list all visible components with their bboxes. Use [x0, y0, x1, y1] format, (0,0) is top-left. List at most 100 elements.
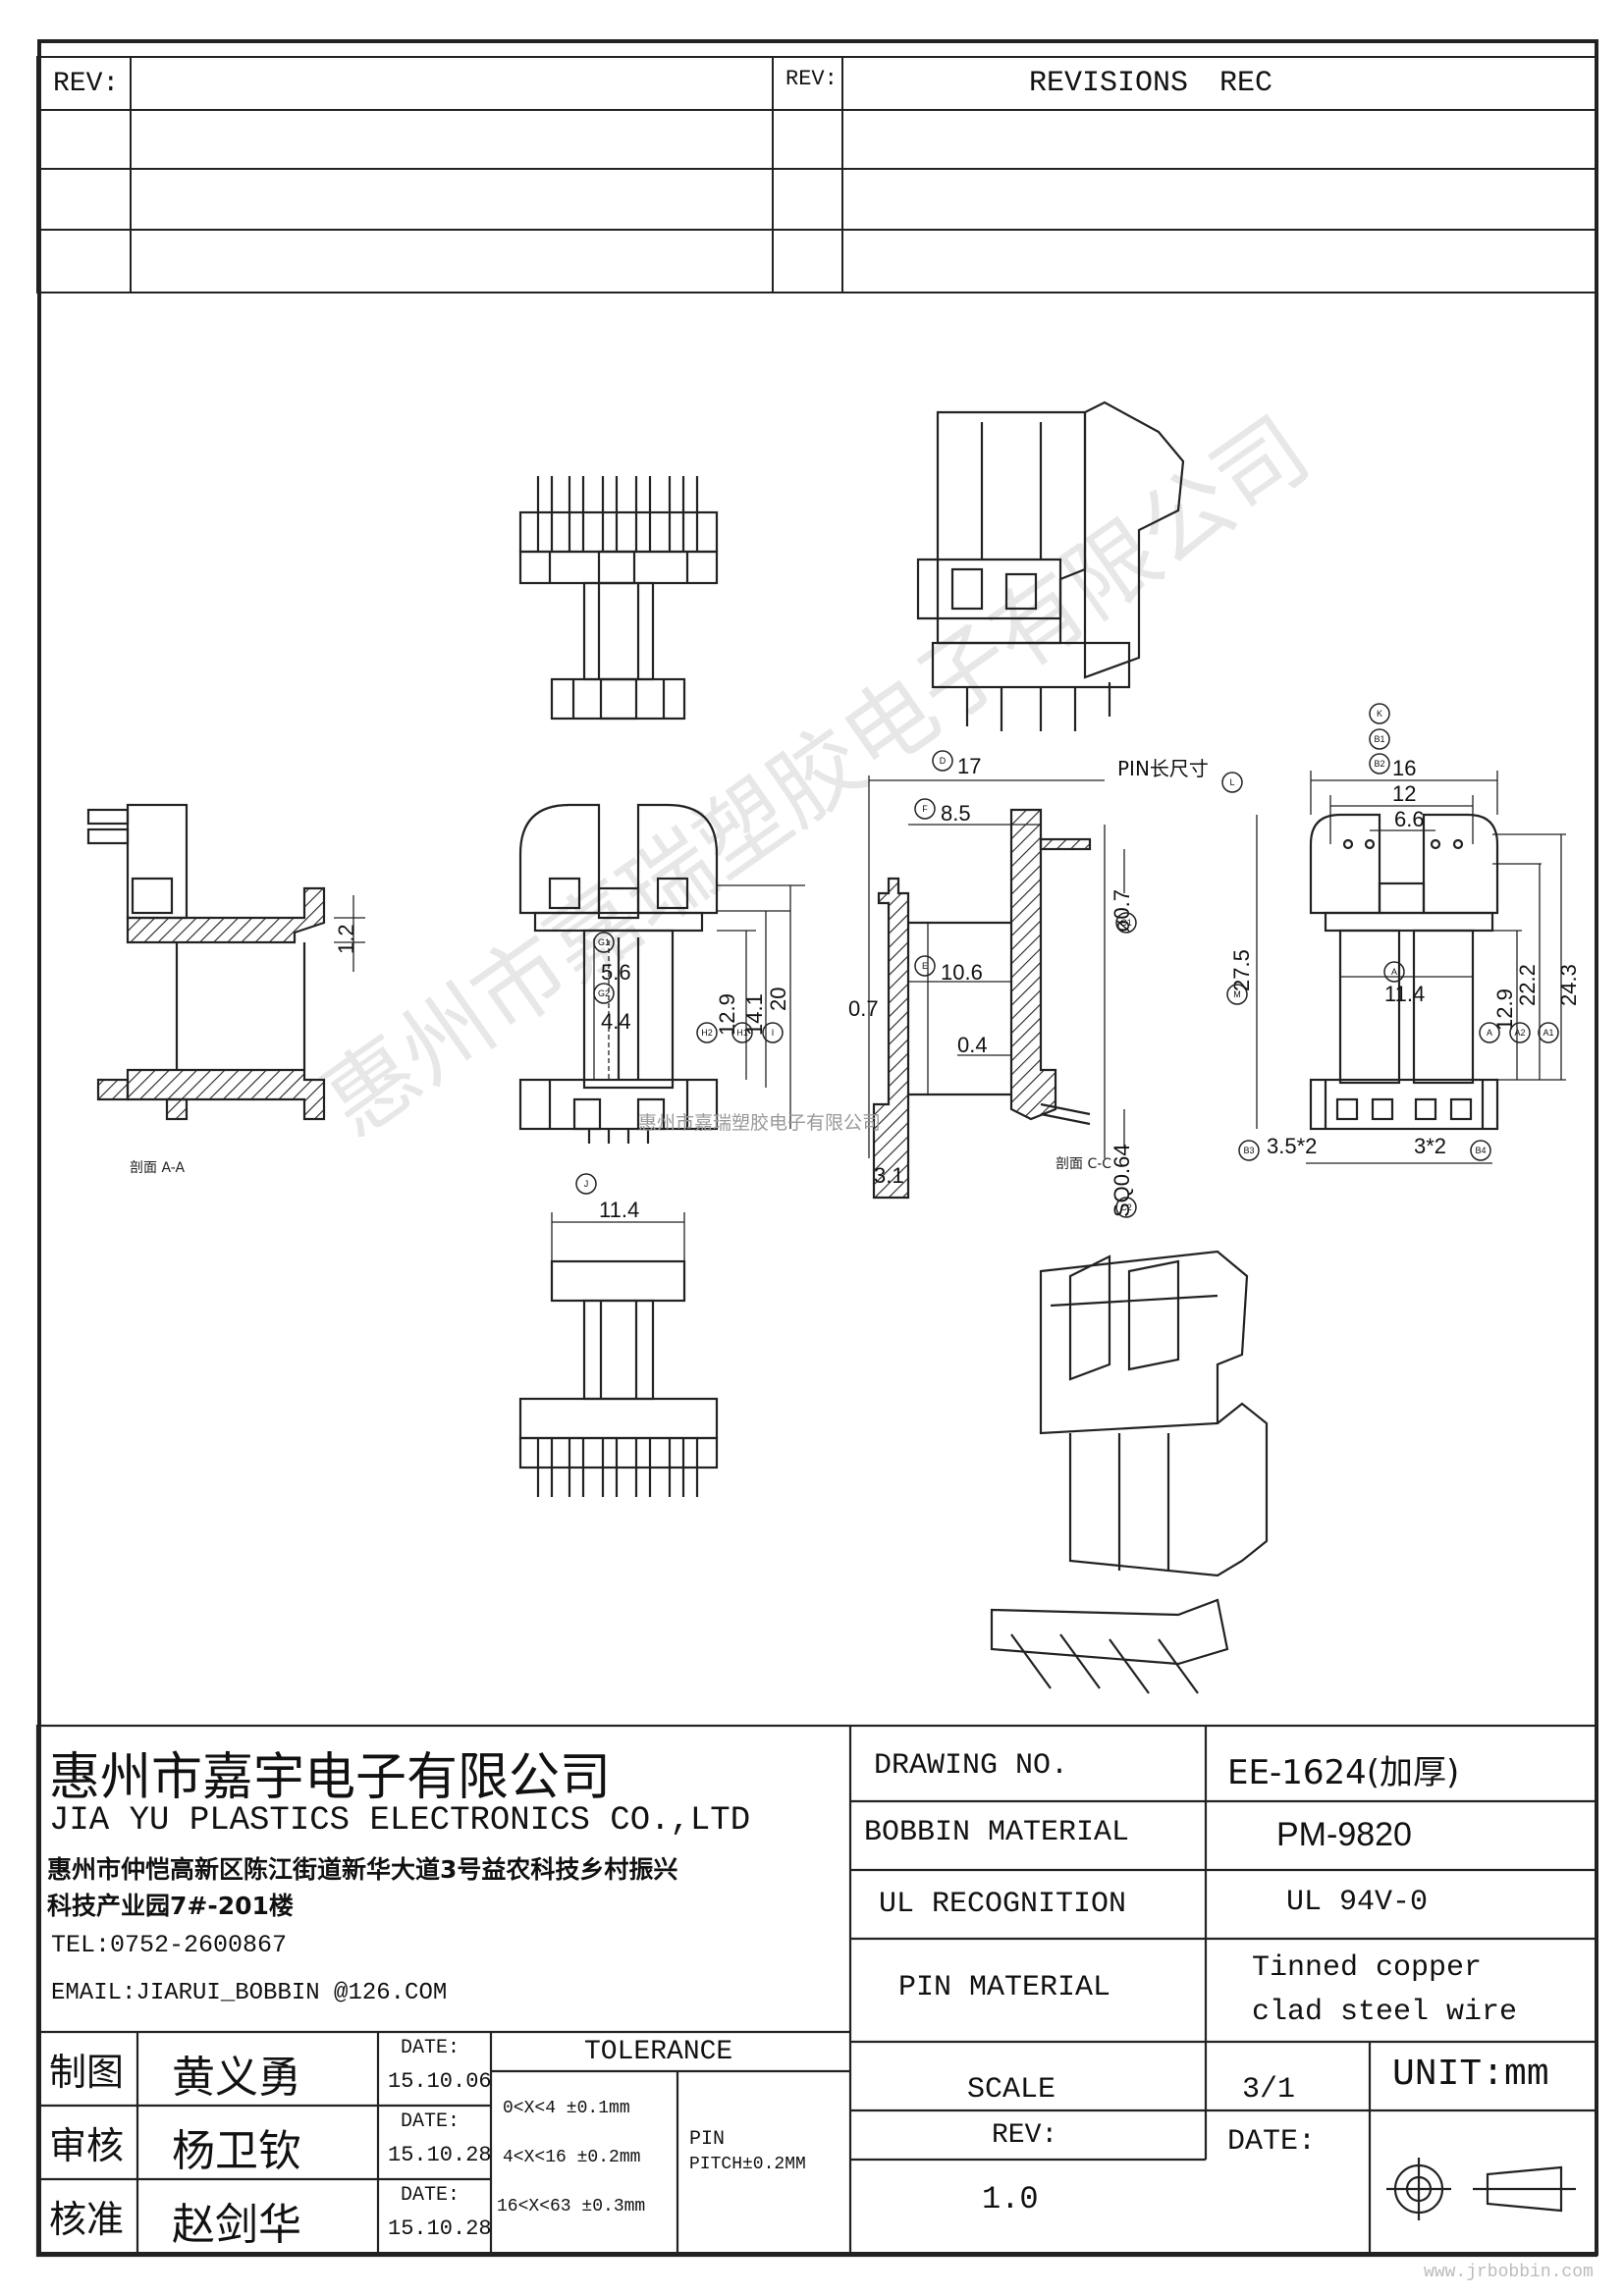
unit: UNIT:mm	[1392, 2054, 1549, 2096]
scale-value: 3/1	[1242, 2073, 1296, 2107]
date-reviewed: 15.10.28	[388, 2143, 492, 2167]
footer-url: www.jrbobbin.com	[1424, 2263, 1594, 2282]
pin-label: PIN	[689, 2128, 726, 2151]
dim-3-5x2: 3.5*2	[1267, 1134, 1317, 1158]
pin-material-label: PIN MATERIAL	[898, 1971, 1111, 2004]
marker-g1: G1	[598, 937, 610, 947]
dim-16: 16	[1392, 756, 1416, 780]
dim-8-5: 8.5	[941, 801, 971, 826]
marker-a2: A2	[1514, 1028, 1525, 1038]
rev-value: 1.0	[982, 2181, 1039, 2217]
tolerance-header: TOLERANCE	[584, 2037, 733, 2067]
rec-header: REC	[1219, 67, 1273, 100]
marker-l: L	[1229, 777, 1234, 787]
dim-a-1-2: 1.2	[334, 924, 358, 954]
marker-b4: B4	[1475, 1146, 1486, 1155]
dim-6-6: 6.6	[1394, 807, 1425, 831]
date-label-approved: DATE:	[401, 2184, 460, 2207]
marker-a1: A1	[1543, 1028, 1553, 1038]
marker-b3: B3	[1243, 1146, 1254, 1155]
dim-3-1: 3.1	[874, 1163, 904, 1188]
email: EMAIL:JIARUI_BOBBIN @126.COM	[51, 1980, 448, 2006]
date-label-drafted: DATE:	[401, 2037, 460, 2059]
projection-symbol	[1386, 2158, 1576, 2220]
marker-j: J	[584, 1179, 589, 1189]
marker-f: F	[922, 804, 928, 814]
marker-e: E	[922, 961, 928, 971]
section-a-a	[86, 803, 365, 1121]
marker-k: K	[1377, 709, 1382, 719]
dim-24-3: 24.3	[1556, 964, 1581, 1006]
dim-5-6: 5.6	[601, 960, 631, 985]
pin-pitch: PITCH±0.2MM	[689, 2155, 806, 2174]
marker-b1: B1	[1374, 734, 1384, 744]
dim-sq-0-64: SQ0.64	[1110, 1144, 1134, 1217]
name-drafted: 黄义勇	[172, 2053, 301, 2103]
company-name-cn: 惠州市嘉宇电子有限公司	[49, 1748, 612, 1807]
rev-label: REV:	[992, 2120, 1058, 2151]
dim-0-7: 0.7	[848, 996, 879, 1021]
marker-h2: H2	[701, 1028, 713, 1038]
isometric-view-top	[916, 400, 1185, 731]
date-drafted: 15.10.06	[388, 2069, 492, 2094]
telephone: TEL:0752-2600867	[51, 1931, 288, 1959]
dim-phi-0-7: ø0.7	[1110, 889, 1134, 933]
ul-rating: UL 94V-0	[1286, 1886, 1429, 1919]
name-approved: 赵剑华	[172, 2200, 301, 2250]
top-view	[518, 476, 719, 721]
dim-14-1: 14.1	[742, 993, 767, 1036]
pin-material-line-1: Tinned copper	[1252, 1951, 1483, 1985]
front-view	[518, 803, 805, 1144]
marker-h1: H1	[736, 1028, 748, 1038]
tolerance-row-3: 16<X<63 ±0.3mm	[497, 2197, 646, 2216]
dim-12: 12	[1392, 781, 1416, 806]
marker-i: I	[772, 1028, 775, 1038]
name-reviewed: 杨卫钦	[172, 2126, 301, 2176]
dim-right-12-9: 12.9	[1492, 988, 1517, 1031]
revision-table	[36, 56, 1597, 294]
dim-4-4: 4.4	[601, 1009, 631, 1034]
marker-b2: B2	[1374, 759, 1384, 769]
dim-20: 20	[766, 988, 790, 1011]
date-approved: 15.10.28	[388, 2216, 492, 2241]
marker-m: M	[1233, 989, 1241, 999]
dim-0-4: 0.4	[957, 1033, 988, 1057]
role-drafted: 制图	[49, 2051, 125, 2094]
dim-17: 17	[957, 754, 981, 778]
revisions-header: REVISIONS	[1029, 67, 1189, 100]
tolerance-row-1: 0<X<4 ±0.1mm	[503, 2099, 630, 2118]
company-name-en: JIA YU PLASTICS ELECTRONICS CO.,LTD	[49, 1802, 751, 1840]
section-c-c	[868, 775, 1125, 1200]
marker-c2: C2	[1120, 1202, 1132, 1212]
marker-g2: G2	[598, 988, 610, 998]
isometric-view-bottom	[990, 1250, 1269, 1694]
side-view	[1256, 771, 1566, 1164]
dim-pin-length: PIN长尺寸	[1117, 757, 1209, 780]
address-line-1: 惠州市仲恺高新区陈江街道新华大道3号益农科技乡村振兴	[47, 1855, 678, 1884]
section-c-caption: 剖面 C-C	[1056, 1156, 1111, 1172]
pin-material-line-2: clad steel wire	[1252, 1996, 1518, 2029]
dim-27-5: 27.5	[1229, 949, 1254, 991]
tolerance-row-2: 4<X<16 ±0.2mm	[503, 2148, 641, 2167]
dim-bottom-11-4: 11.4	[599, 1198, 639, 1222]
drawing-no-label: DRAWING NO.	[874, 1749, 1069, 1783]
drawing-no: EE-1624(加厚)	[1227, 1753, 1460, 1792]
bobbin-material: PM-9820	[1276, 1816, 1412, 1853]
date-label-reviewed: DATE:	[401, 2110, 460, 2133]
dim-10-6: 10.6	[941, 960, 983, 985]
marker-a: A	[1487, 1028, 1492, 1038]
dim-3x2: 3*2	[1414, 1134, 1446, 1158]
marker-c1: C1	[1120, 918, 1132, 928]
drawing-outer-frame	[37, 39, 1598, 2256]
scale-label: SCALE	[967, 2073, 1056, 2107]
dim-11-4: 11.4	[1384, 982, 1425, 1006]
ul-recognition-label: UL RECOGNITION	[879, 1888, 1127, 1921]
dim-22-2: 22.2	[1515, 964, 1540, 1006]
marker-d: D	[940, 756, 947, 766]
rev-label-left: REV:	[53, 69, 120, 99]
role-reviewed: 审核	[49, 2124, 125, 2167]
bottom-view	[518, 1212, 719, 1497]
rev-label-right: REV:	[785, 67, 838, 91]
date-label: DATE:	[1227, 2125, 1317, 2159]
